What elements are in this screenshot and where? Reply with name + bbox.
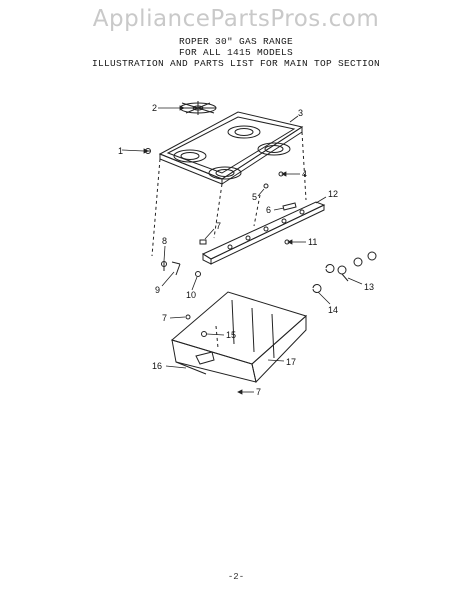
callout-2: 2: [152, 103, 157, 113]
callout-17: 17: [286, 357, 296, 367]
callout-7d: 7: [256, 387, 261, 397]
part-7-screw: [185, 314, 191, 320]
main-cooktop: [158, 111, 304, 185]
callout-6: 6: [266, 205, 271, 215]
callout-8: 8: [162, 236, 167, 246]
diagram-caption: ILLUSTRATION AND PARTS LIST FOR MAIN TOP…: [91, 58, 381, 69]
callout-7a: 7: [216, 221, 221, 231]
callout-5: 5: [252, 192, 257, 202]
callout-3: 3: [298, 108, 303, 118]
callout-12: 12: [328, 189, 338, 199]
part-7-bracket: [199, 239, 207, 245]
watermark: AppliancePartsPros.com: [92, 6, 380, 32]
callout-4: 4: [302, 169, 307, 179]
part-9: [171, 261, 181, 276]
diagram-subtitle: FOR ALL 1415 MODELS: [178, 47, 294, 58]
part-15: [201, 331, 207, 337]
callout-14: 14: [328, 305, 338, 315]
page-number: -2-: [227, 572, 245, 582]
diagram-title: ROPER 30" GAS RANGE: [178, 36, 294, 47]
burner-grate: [179, 101, 217, 115]
callout-10: 10: [186, 290, 196, 300]
callout-7b: 7: [162, 313, 167, 323]
callout-16: 16: [152, 361, 162, 371]
manifold-bracket: [201, 201, 326, 265]
control-knobs: [312, 251, 377, 293]
part-10: [195, 271, 201, 277]
part-6: [282, 202, 297, 211]
callout-9: 9: [155, 285, 160, 295]
part-8: [161, 261, 167, 271]
part-5: [263, 183, 269, 189]
burner-box: [170, 291, 307, 384]
callout-1: 1: [118, 146, 123, 156]
callout-11: 11: [308, 237, 317, 247]
callout-15: 15: [226, 330, 236, 340]
callout-13: 13: [364, 282, 374, 292]
